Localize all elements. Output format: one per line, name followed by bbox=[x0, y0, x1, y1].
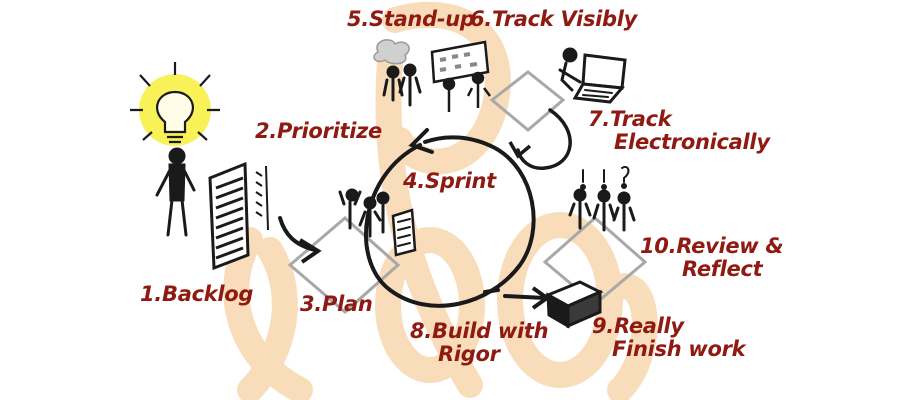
backlog-document-icon bbox=[208, 161, 269, 271]
laptop-icon bbox=[558, 47, 627, 104]
backlog-to-plan-arrowhead bbox=[298, 238, 322, 264]
step-2-label: 2.Prioritize bbox=[255, 119, 382, 143]
step-1-label: 1.Backlog bbox=[140, 282, 254, 306]
product-owner-figure bbox=[155, 147, 196, 237]
step-10-label: 10.Review & Reflect bbox=[640, 234, 784, 281]
step-5-label: 5.Stand-up bbox=[347, 7, 475, 31]
step-3-label: 3.Plan bbox=[300, 292, 373, 316]
team-icon bbox=[338, 188, 417, 257]
step-6-label: 6.Track Visibly bbox=[470, 7, 638, 31]
step-4-label: 4.Sprint bbox=[403, 169, 496, 193]
step-8-label: 8.Build with Rigor bbox=[410, 319, 549, 366]
step-7-label: 7.Track Electronically bbox=[588, 107, 770, 154]
box-icon bbox=[544, 280, 604, 329]
track-loop-arrowhead bbox=[508, 141, 532, 159]
step-9-label: 9.Really Finish work bbox=[592, 314, 746, 361]
build-to-box-arrow bbox=[503, 294, 547, 300]
standup-figures bbox=[373, 39, 422, 107]
track-loop-arrow bbox=[516, 108, 572, 170]
review-figures bbox=[568, 166, 636, 232]
sprint-cycle bbox=[364, 128, 536, 308]
lightbulb-icon bbox=[130, 62, 220, 146]
task-board-icon bbox=[430, 40, 491, 112]
